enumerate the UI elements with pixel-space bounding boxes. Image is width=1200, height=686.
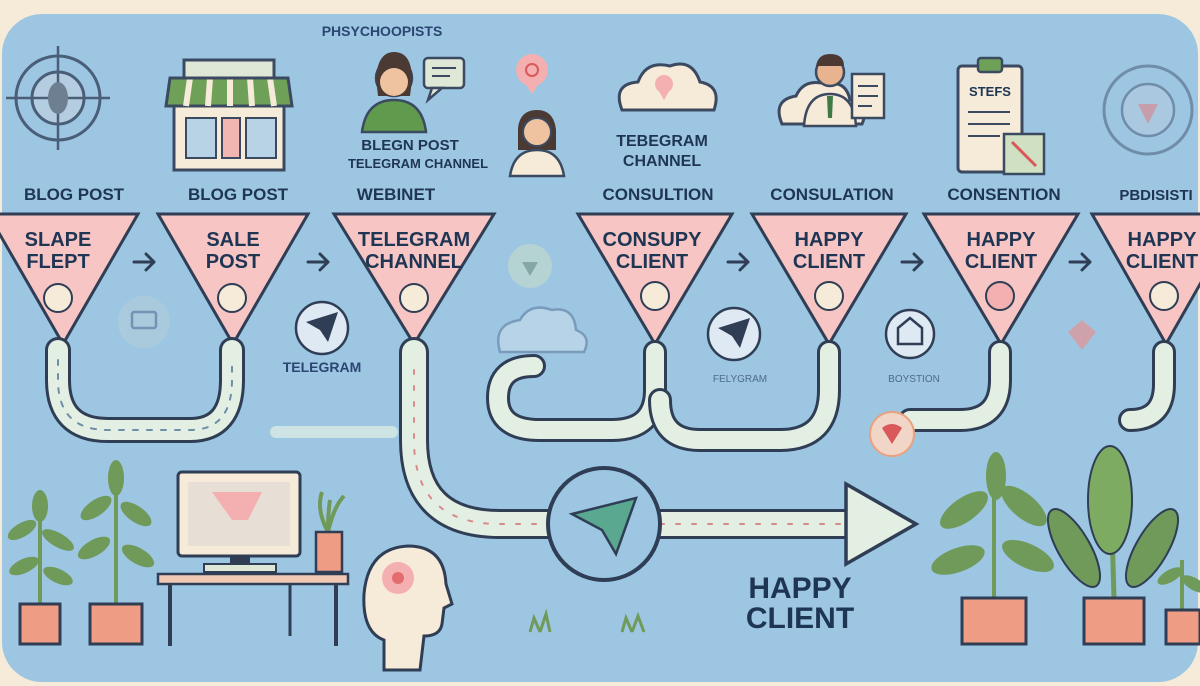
funnel-badge-icon [985,281,1015,311]
telegram-label: TELEGRAM [283,359,362,375]
monitor-icon-faint [118,296,170,348]
stages: BLOG POST SLAPE FLEPT BLOG POST SALE POS… [0,185,1200,348]
stage-line2: CLIENT [793,251,865,273]
funnel-badge-icon [640,281,670,311]
funnel-shape [0,212,141,348]
telegram-icon [294,300,350,356]
funnel-shape [921,212,1081,347]
final-line2: CLIENT [746,602,854,635]
telegram-icon-large [546,466,662,582]
plant-icon [1047,445,1179,646]
stage-title: BLOG POST [24,185,125,204]
grass-icon [620,611,646,633]
stage-line1: SALE [206,229,259,251]
boystion-label: BOYSTION [888,374,940,385]
stage: CONSENTION HAPPY CLIENT [921,185,1081,347]
plant-icon [931,452,1054,646]
stage: CONSULATION HAPPY CLIENT [749,185,909,347]
stage-title: CONSENTION [947,185,1060,204]
funnel-shape [1089,212,1200,348]
stage-line1: TELEGRAM [358,229,470,251]
stage-line1: HAPPY [795,229,865,251]
funnel-shape [155,212,311,348]
right-path-road-3 [1121,343,1173,429]
stage: BLOG POST SLAPE FLEPT [0,185,141,348]
woman-avatar-icon-2 [508,110,566,178]
plant-icon [7,490,74,646]
cloud-line2: CHANNEL [623,153,701,170]
telegram-icon-2 [706,306,762,362]
grass-icon [528,608,552,633]
bubble-line2: TELEGRAM CHANNEL [348,156,488,171]
swirl-path-road [489,343,664,439]
pin-icon-faint [1068,320,1096,350]
stage-line2: POST [206,251,260,273]
chat-bubble-icon [422,56,466,104]
arrow-right-icon [900,252,924,272]
right-path-road-2 [901,343,1009,429]
consultant-icon [777,54,886,128]
heart-icon [869,411,915,457]
stage-line1: SLAPE [25,229,92,251]
funnel-badge-icon [1149,281,1179,311]
location-icon-faint [508,244,552,288]
funnel-shape [749,212,909,347]
stage-title: CONSULATION [770,185,893,204]
stage: WEBINET TELEGRAM CHANNEL [331,185,497,347]
clipboard-text: STEFS [969,84,1011,99]
funnel-badge-icon [217,283,247,313]
stage-line2: CLIENT [965,251,1037,273]
final-line1: HAPPY [748,572,851,605]
funnel-badge-icon [814,281,844,311]
cloud-icon-faint [497,306,588,354]
stage-title: WEBINET [357,185,436,204]
stage-line1: CONSUPY [603,229,703,251]
funnel-shape [331,212,497,347]
stage-line1: HAPPY [1128,229,1198,251]
funnel-shape [575,212,735,347]
arrow-right-icon [306,252,330,272]
bubble-line1: BLEGN POST [361,137,459,154]
store-icon [164,58,294,172]
arrow-right-icon [132,252,156,272]
target-icon [6,46,110,150]
path-dashes [57,359,233,431]
plant-icon [77,460,155,646]
stage-title: PBDISISTI [1119,187,1192,204]
woman-avatar-icon [360,52,428,134]
funnel-badge-icon [43,283,73,313]
top-label: PHSYCHOOPISTS [322,23,443,39]
arrow-right-icon [1068,252,1092,272]
final-arrow-head [844,480,920,568]
stage-line1: HAPPY [967,229,1037,251]
monitor-icon [176,470,302,573]
location-pin-icon [516,54,548,94]
target-icon-2 [1102,64,1194,156]
funnel-badge-icon [399,283,429,313]
main-path-dashes [413,369,851,525]
felygram-label: FELYGRAM [713,374,767,385]
cloud-icon [617,62,718,112]
plant-icon [1157,560,1200,646]
stage-line2: CLIENT [1126,251,1198,273]
head-icon [362,544,454,672]
stage-line2: CLIENT [616,251,688,273]
desk-plant-icon [314,491,346,574]
stage: CONSULTION CONSUPY CLIENT [575,185,735,347]
stage-title: BLOG POST [188,185,289,204]
desk-icon [156,572,350,646]
house-icon [884,308,936,360]
stage-line2: CHANNEL [365,251,463,273]
stage-title: CONSULTION [602,185,713,204]
stage: BLOG POST SALE POST [155,185,311,348]
stage-line2: FLEPT [26,251,89,273]
stage: PBDISISTI HAPPY CLIENT [1089,187,1200,348]
right-path-road [651,343,838,449]
clipboard-icon [956,56,1046,176]
arrow-right-icon [726,252,750,272]
cloud-line1: TEBEGRAM [616,133,708,150]
